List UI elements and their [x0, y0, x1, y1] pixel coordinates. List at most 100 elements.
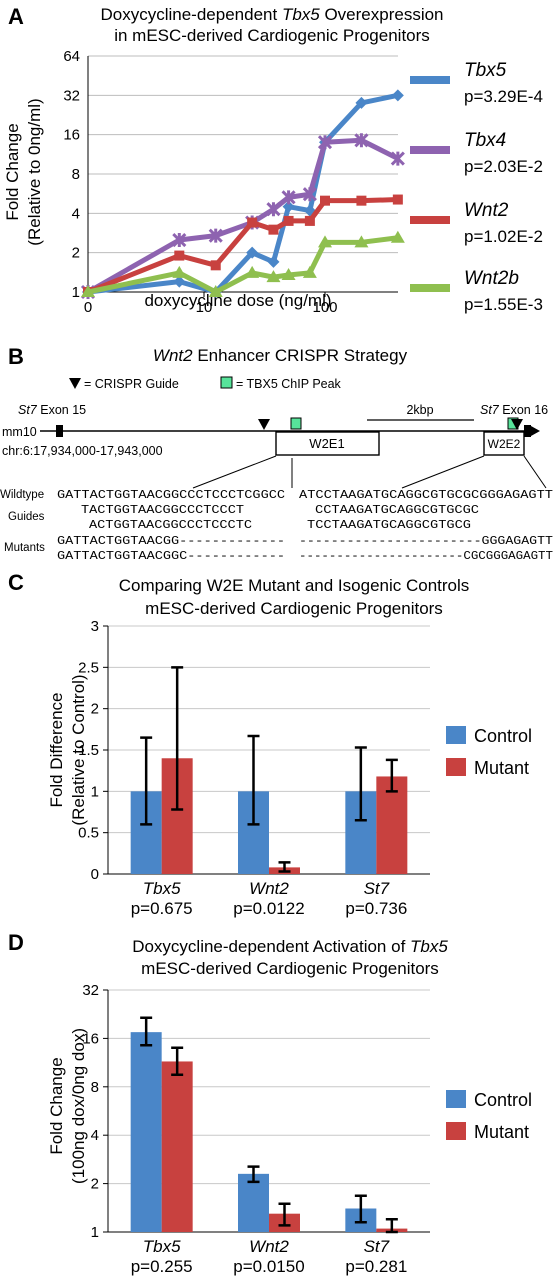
panel-d-title-line1: Doxycycline-dependent Activation of Tbx5 — [132, 937, 448, 956]
error-bar-mutant-tbx5 — [171, 1046, 184, 1077]
category-label: Tbx5 — [143, 1237, 181, 1256]
zoom-line-1 — [192, 455, 277, 489]
scale-bar-label: 2kbp — [406, 403, 433, 417]
zoom-line-4 — [523, 455, 547, 489]
bar-mutant-st7 — [376, 776, 408, 874]
error-bar-control-st7 — [354, 746, 367, 822]
data-point-wnt2 — [392, 194, 403, 205]
x-tick-label: 10 — [196, 299, 213, 316]
y-tick-label: 64 — [63, 48, 80, 65]
bar-mutant-tbx5 — [161, 1061, 193, 1232]
row-label-guides: Guides — [8, 511, 45, 523]
legend-label-control: Control — [474, 1090, 532, 1110]
category-pvalue: p=0.0150 — [233, 1257, 304, 1276]
w2e2-label: W2E2 — [488, 437, 521, 451]
legend-label-mutant: Mutant — [474, 1122, 529, 1142]
seq-left-wildtype: GATTACTGGTAACGGCCCTCCCTCGGCC — [57, 489, 285, 502]
row-label-wildtype: Wildtype — [0, 489, 44, 501]
crispr-guide-legend-icon — [69, 378, 81, 389]
panel-a-title-line2: in mESC-derived Cardiogenic Progenitors — [114, 26, 430, 45]
category-pvalue: p=0.736 — [345, 899, 407, 918]
crispr-guide-marker-1 — [258, 419, 270, 430]
panel-a-title-line1: Doxycycline-dependent Tbx5 Overexpressio… — [100, 5, 443, 24]
data-point-wnt2 — [210, 260, 221, 271]
y-tick-label: 3 — [91, 618, 99, 635]
legend-name-tbx4: Tbx4 — [464, 130, 506, 151]
bar-control-wnt2 — [238, 1173, 269, 1232]
w2e1-label: W2E1 — [309, 436, 344, 451]
panel-c-title-line1: Comparing W2E Mutant and Isogenic Contro… — [119, 576, 470, 595]
error-bar-mutant-wnt2 — [278, 861, 291, 873]
y-tick-label: 2 — [91, 701, 99, 718]
seq-right-mutant-1: -----------------------GGGAGAGTT — [299, 535, 553, 548]
category-label: Tbx5 — [143, 879, 181, 898]
bar-control-tbx5 — [130, 1032, 162, 1232]
y-tick-label: 1.5 — [78, 742, 99, 759]
x-tick-label: 0 — [84, 299, 92, 316]
panel-a-label: A — [8, 4, 24, 29]
seq-left-guide-2: ACTGGTAACGGCCCTCCCTC — [89, 519, 252, 532]
data-point-tbx5 — [173, 275, 186, 288]
y-tick-label: 16 — [82, 1030, 99, 1047]
y-tick-label: 32 — [82, 982, 99, 999]
y-tick-label: 4 — [91, 1127, 99, 1144]
y-tick-label: 2.5 — [78, 659, 99, 676]
category-pvalue: p=0.0122 — [233, 899, 304, 918]
data-point-wnt2 — [320, 195, 330, 206]
data-point-tbx5 — [246, 246, 259, 259]
panel-c-bar-chart: 00.511.522.53Tbx5p=0.675Wnt2p=0.0122St7p… — [78, 618, 532, 918]
error-bar-mutant-wnt2 — [278, 1202, 291, 1227]
category-label: Wnt2 — [249, 879, 289, 898]
data-point-wnt2 — [283, 215, 294, 226]
chip-peak-marker-1 — [290, 417, 302, 430]
legend-name-wnt2b: Wnt2b — [464, 268, 519, 289]
legend-swatch-mutant — [446, 1122, 466, 1140]
panel-c-title-line2: mESC-derived Cardiogenic Progenitors — [145, 599, 443, 618]
legend-swatch-control — [446, 726, 466, 744]
error-bar-control-wnt2 — [247, 1165, 260, 1184]
exon16-label: St7 Exon 16 — [480, 403, 548, 417]
legend-pvalue-tbx4: p=2.03E-2 — [464, 157, 543, 176]
panel-c-ylabel-line2: (Relative to Control) — [69, 674, 88, 825]
y-tick-label: 0.5 — [78, 825, 99, 842]
data-point-wnt2b — [81, 285, 95, 297]
y-tick-label: 1 — [91, 1224, 99, 1241]
y-tick-label: 4 — [72, 205, 80, 222]
data-point-wnt2b — [281, 267, 296, 280]
panel-c-label: C — [8, 570, 24, 595]
y-tick-label: 2 — [91, 1176, 99, 1193]
series-line-wnt2 — [87, 197, 398, 295]
data-point-wnt2 — [268, 224, 279, 235]
category-label: St7 — [364, 1237, 390, 1256]
panel-d-bar-chart: 12481632Tbx5p=0.255Wnt2p=0.0150St7p=0.28… — [82, 982, 532, 1276]
data-point-wnt2b — [318, 235, 332, 248]
legend-name-wnt2: Wnt2 — [464, 200, 509, 221]
data-point-tbx4 — [302, 187, 317, 202]
data-point-wnt2b — [266, 270, 281, 283]
series-line-tbx4 — [86, 137, 399, 295]
category-label: St7 — [364, 879, 390, 898]
data-point-wnt2b — [208, 285, 223, 297]
gene-direction-arrow — [531, 426, 540, 436]
seq-right-mutant-2: ----------------------CGCGGGAGAGTT — [299, 550, 553, 563]
error-bar-control-tbx5 — [140, 736, 153, 826]
data-point-wnt2 — [247, 217, 258, 228]
panel-b-label: B — [8, 344, 24, 369]
panel-d-title-line2: mESC-derived Cardiogenic Progenitors — [141, 959, 439, 978]
error-bar-control-st7 — [354, 1194, 367, 1224]
row-label-mutants: Mutants — [4, 542, 45, 554]
legend-swatch-mutant — [446, 758, 466, 776]
assembly-label: mm10 — [2, 425, 37, 439]
data-point-tbx4 — [354, 133, 369, 148]
y-tick-label: 2 — [72, 245, 80, 262]
legend-pvalue-wnt2b: p=1.55E-3 — [464, 295, 543, 314]
legend-pvalue-wnt2: p=1.02E-2 — [464, 227, 543, 246]
coords-label: chr:6:17,934,000-17,943,000 — [2, 444, 163, 458]
chip-peak-legend-icon — [220, 376, 233, 389]
legend-pvalue-tbx5: p=3.29E-4 — [464, 87, 543, 106]
w2e2-box — [483, 431, 525, 456]
data-point-wnt2b — [354, 235, 369, 248]
y-tick-label: 8 — [91, 1079, 99, 1096]
